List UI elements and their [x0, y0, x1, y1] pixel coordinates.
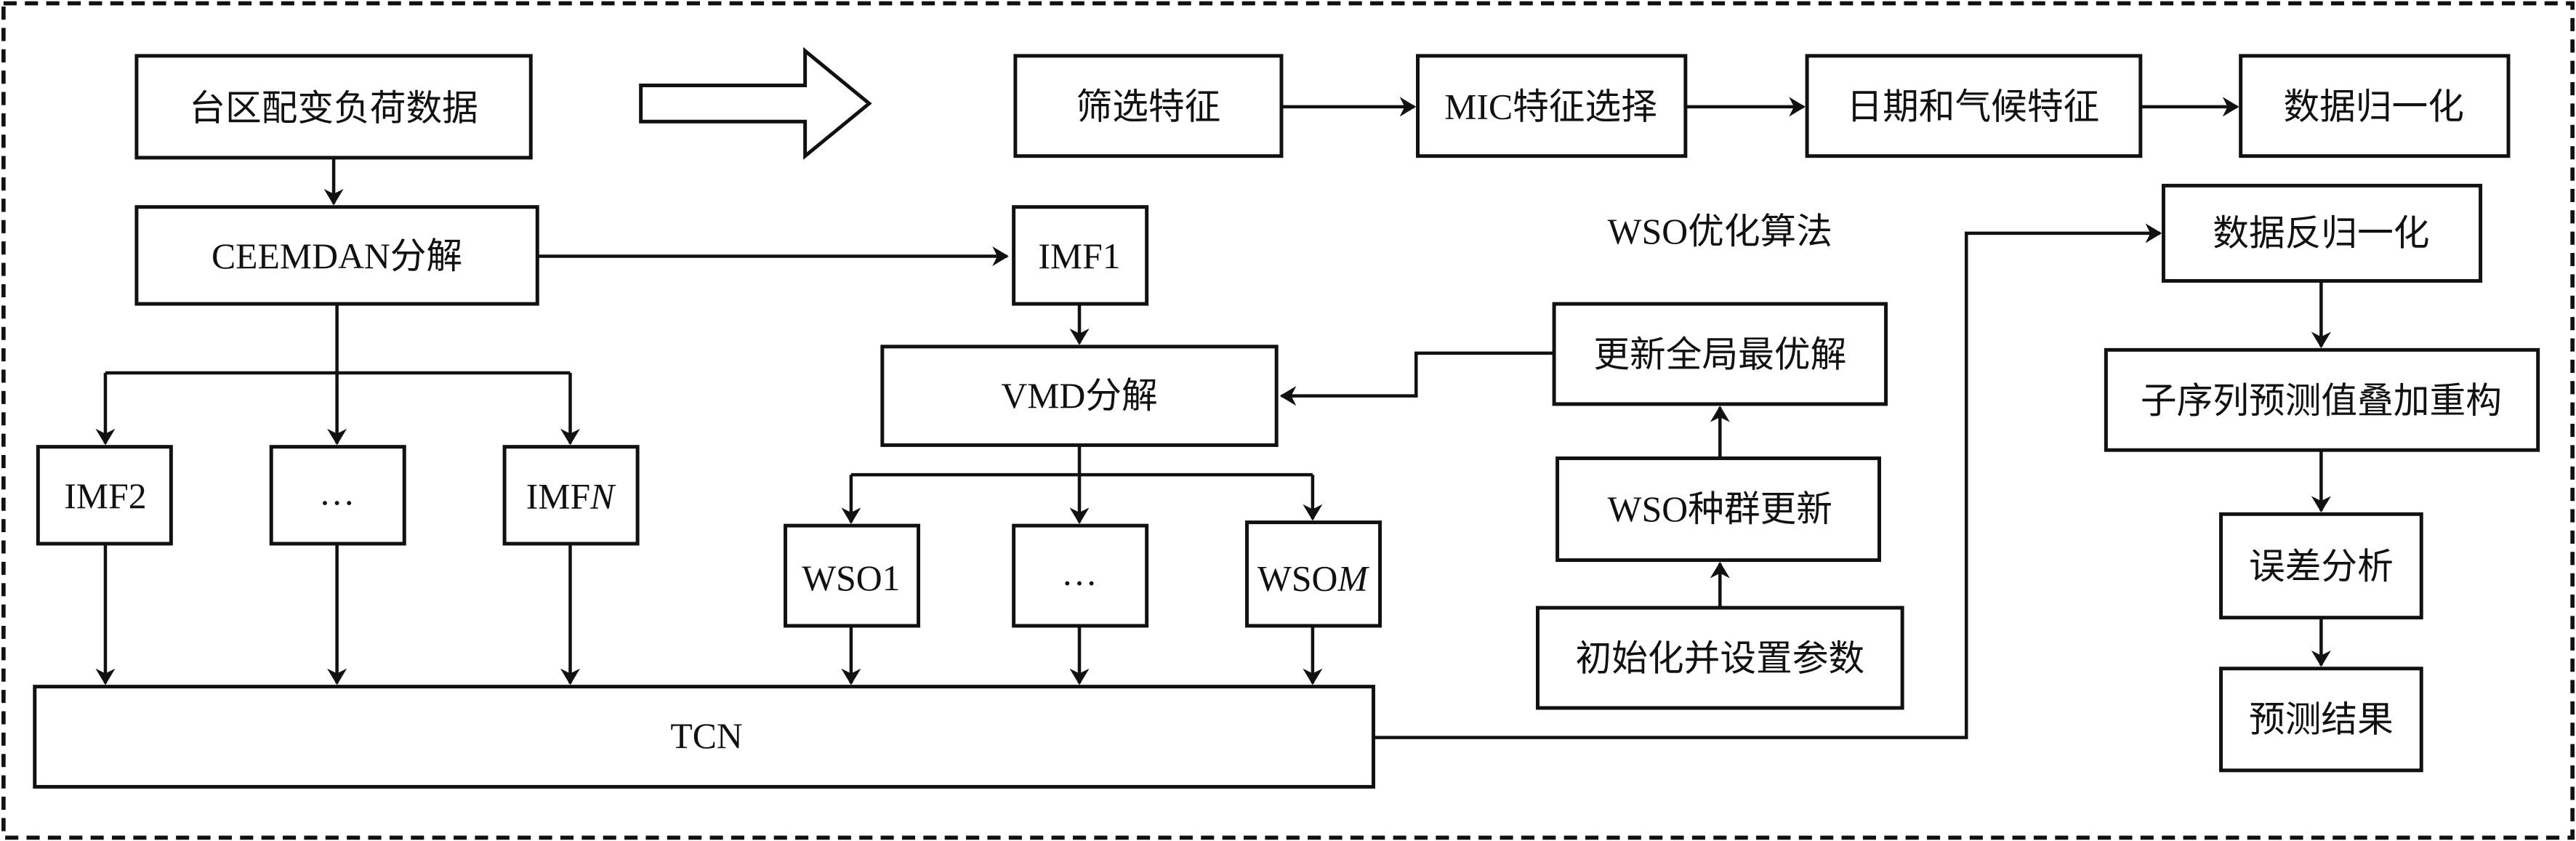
node-wso-dots-label: …	[1061, 553, 1098, 593]
edge-tcn-to-denormalize	[1373, 223, 2162, 739]
imfn-prefix: IMF	[526, 476, 590, 516]
node-wso-update: WSO种群更新	[1555, 456, 1882, 563]
node-error-analysis: 误差分析	[2219, 512, 2423, 620]
node-reconstruct-label: 子序列预测值叠加重构	[2141, 381, 2502, 421]
node-imf1: IMF1	[1012, 205, 1149, 306]
imfn-suffix: N	[589, 476, 616, 516]
node-normalize: 数据归一化	[2239, 54, 2511, 158]
node-ceemdan-label: CEEMDAN分解	[212, 236, 462, 276]
wsom-suffix: M	[1337, 558, 1369, 598]
node-load-data: 台区配变负荷数据	[134, 54, 533, 160]
node-imf-dots-label: …	[319, 472, 355, 512]
node-denormalize-label: 数据反归一化	[2213, 213, 2429, 253]
node-wso1: WSO1	[784, 523, 921, 628]
node-reconstruct: 子序列预测值叠加重构	[2104, 347, 2540, 452]
node-wsom: WSOM	[1245, 520, 1382, 628]
node-tcn-label: TCN	[670, 716, 742, 756]
node-init-params: 初始化并设置参数	[1535, 605, 1904, 710]
node-result: 预测结果	[2219, 667, 2423, 773]
node-imf1-label: IMF1	[1038, 236, 1120, 276]
node-result-label: 预测结果	[2249, 699, 2394, 739]
node-ceemdan: CEEMDAN分解	[134, 205, 539, 306]
node-vmd-label: VMD分解	[1001, 376, 1157, 416]
node-mic-label: MIC特征选择	[1444, 86, 1657, 126]
node-imfn-label: IMFN	[526, 476, 616, 516]
node-date-climate-label: 日期和气候特征	[1846, 86, 2099, 126]
node-wsom-label: WSOM	[1257, 558, 1369, 598]
node-wso-update-label: WSO种群更新	[1608, 489, 1832, 529]
node-wso-dots: …	[1012, 523, 1149, 628]
node-imf2: IMF2	[36, 445, 173, 546]
node-imf-dots: …	[269, 445, 406, 546]
node-imf2-label: IMF2	[64, 476, 146, 516]
node-date-climate: 日期和气候特征	[1805, 54, 2143, 158]
node-vmd: VMD分解	[880, 345, 1279, 447]
node-update-global-label: 更新全局最优解	[1593, 335, 1846, 375]
wso-section-title: WSO优化算法	[1608, 212, 1832, 252]
node-wso1-label: WSO1	[802, 558, 900, 598]
big-right-arrow-icon	[639, 47, 872, 160]
node-load-data-label: 台区配变负荷数据	[189, 89, 478, 129]
node-init-params-label: 初始化并设置参数	[1576, 639, 1865, 679]
edge-global-to-vmd	[1279, 351, 1555, 406]
node-update-global: 更新全局最优解	[1552, 302, 1888, 406]
wsom-prefix: WSO	[1257, 558, 1337, 598]
node-filter-features-label: 筛选特征	[1076, 86, 1221, 126]
node-error-analysis-label: 误差分析	[2249, 547, 2394, 587]
node-filter-features: 筛选特征	[1013, 54, 1284, 158]
node-normalize-label: 数据归一化	[2283, 86, 2464, 126]
node-denormalize: 数据反归一化	[2161, 183, 2483, 283]
node-mic: MIC特征选择	[1416, 54, 1688, 158]
node-imfn: IMFN	[502, 445, 640, 546]
node-tcn: TCN	[33, 685, 1375, 789]
